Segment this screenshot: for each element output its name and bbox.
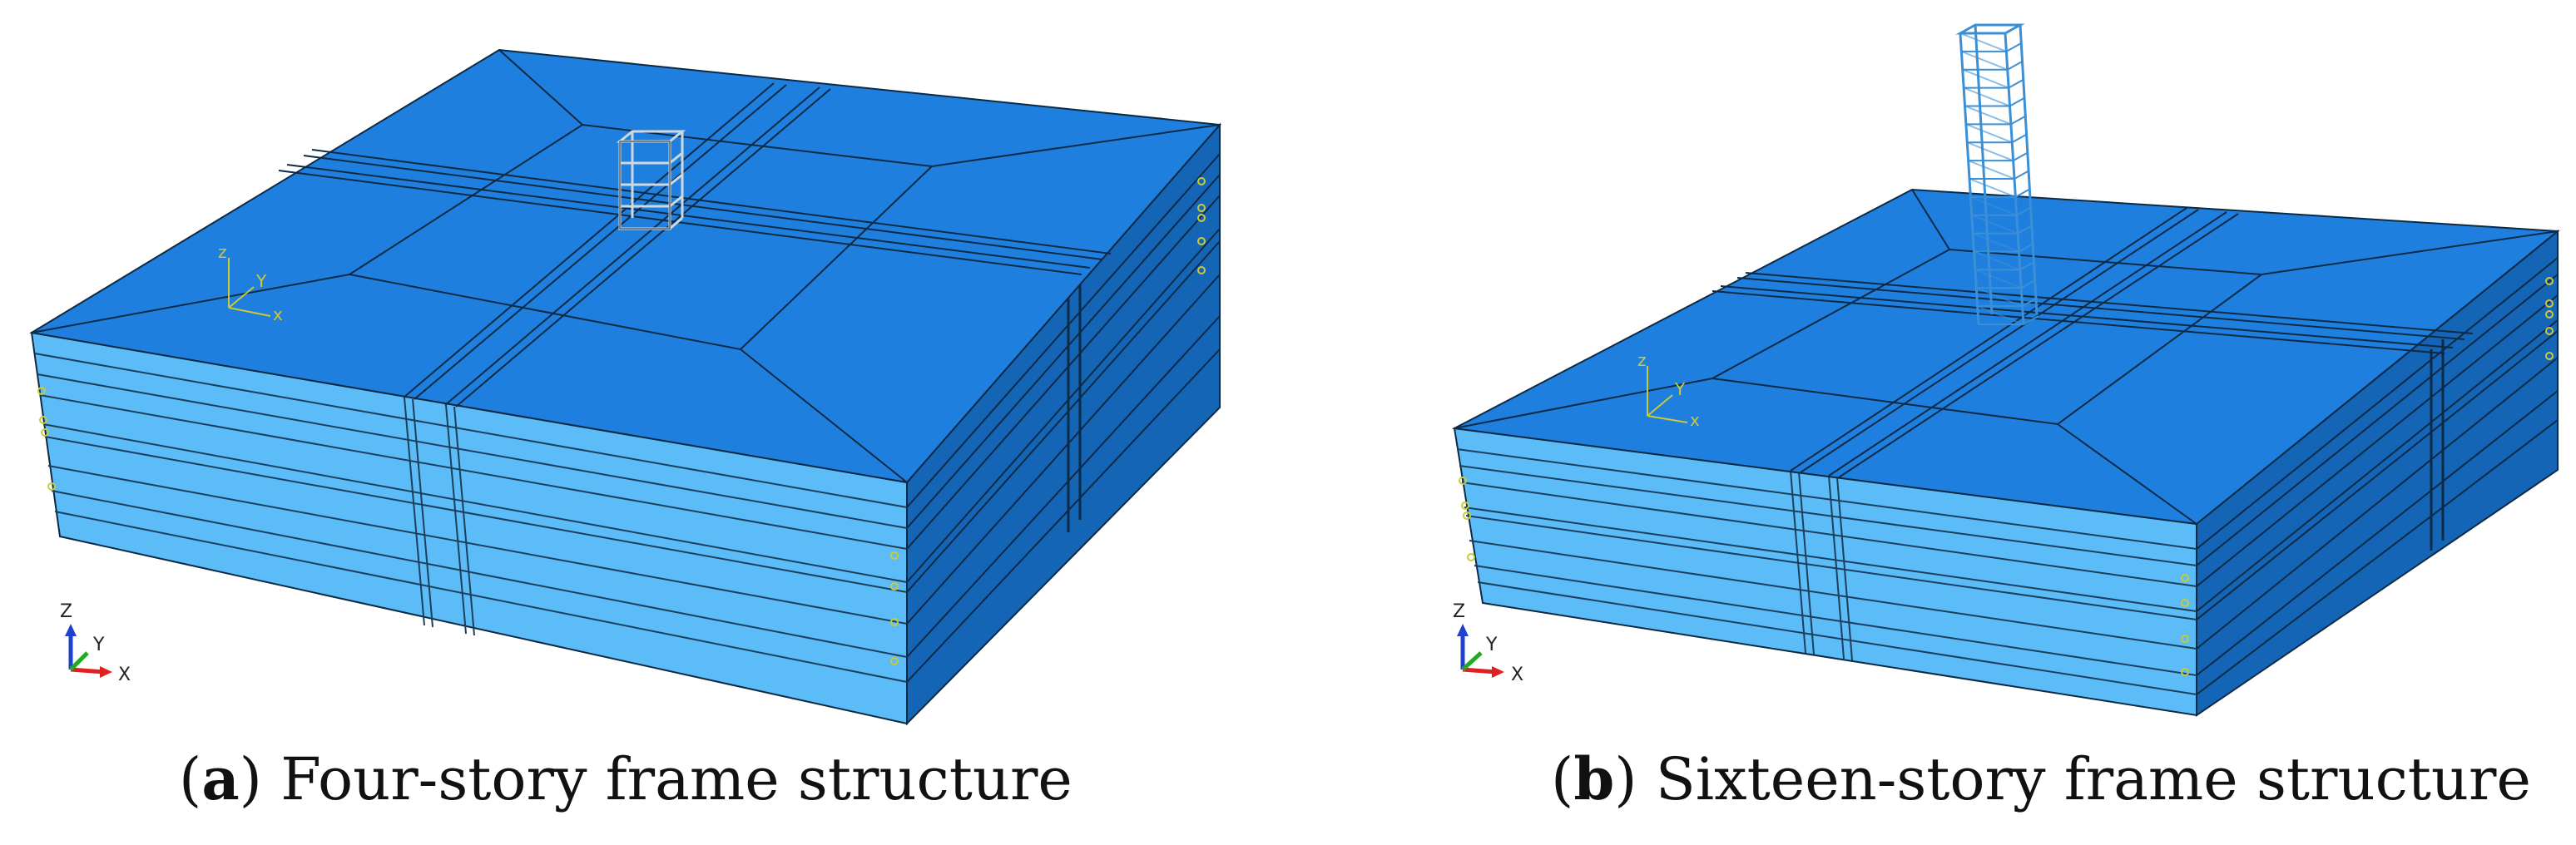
top-face-pattern: [1454, 189, 2559, 525]
front-vertical-strips: [404, 397, 475, 636]
frame-floor-depth: [2017, 224, 2034, 235]
frame-floor-depth: [2019, 260, 2036, 271]
frame-floor-depth: [2014, 170, 2030, 180]
axis-triad-b: Z Y X: [1453, 601, 1523, 685]
frame-floor-depth: [2016, 205, 2033, 216]
panel-b: z Y x Z Y X (b) Sixteen-story frame stru…: [1288, 0, 2576, 845]
frame-brace: [1972, 232, 2019, 253]
mid-triad: [228, 258, 271, 317]
frame-brace: [1969, 178, 2016, 198]
mid-triad: [1647, 366, 1688, 423]
frame-floor-depth: [2013, 151, 2029, 161]
right-vertical-strips: [2430, 339, 2445, 551]
mid-triad-x: x: [1690, 410, 1700, 430]
frame-brace: [1964, 105, 2012, 126]
frame-brace: [1974, 269, 2022, 289]
frame-floor-depth: [2008, 78, 2024, 89]
frame-floor-depth: [2005, 42, 2022, 52]
right-vertical-strips: [1067, 284, 1082, 532]
front-layer-lines: [34, 353, 908, 683]
boundary-markers: [37, 177, 1206, 665]
frame-brace: [1962, 68, 2009, 89]
frame-brace: [1974, 250, 2021, 271]
frame-floors-b: [1959, 24, 2039, 325]
axis-y-label: Y: [1485, 635, 1498, 655]
boundary-markers: [1459, 277, 2554, 676]
frame-brace: [1971, 214, 2019, 235]
frame-brace: [1965, 123, 2013, 144]
frame-floor-depth: [2011, 133, 2028, 144]
frame-floor-depth: [2023, 315, 2039, 325]
frame-floor-depth: [2004, 24, 2021, 34]
frame-brace: [1975, 287, 2024, 308]
caption-b-letter: b: [1573, 744, 1615, 813]
soil-model-b: z Y x Z Y X: [1451, 23, 2560, 717]
axis-x-label: X: [118, 665, 131, 685]
frame-floor-depth: [2007, 60, 2024, 71]
mid-triad-z: z: [218, 242, 227, 262]
soil-model-a: z Y x Z Y X: [29, 48, 1222, 726]
frame-brace: [1968, 160, 2015, 180]
frame-brace: [1963, 86, 2010, 107]
caption-a-text: Four-story frame structure: [280, 745, 1073, 813]
mid-triad-y: Y: [255, 271, 267, 291]
frame-floor-depth: [2020, 279, 2037, 289]
axis-y-label: Y: [92, 635, 105, 655]
frame-floor-depth: [2019, 242, 2034, 253]
axis-z-label: Z: [1453, 601, 1465, 622]
caption-b-text: Sixteen-story frame structure: [1655, 745, 2531, 813]
caption-a-letter: a: [201, 744, 240, 813]
front-vertical-strips: [1790, 470, 1853, 661]
panel-a: z Y x Z Y X (a) Four-story frame structu…: [29, 48, 1222, 813]
axis-z-label: Z: [60, 601, 72, 622]
frame-brace: [1966, 141, 2014, 162]
mid-triad-z: z: [1637, 350, 1647, 370]
axis-x-label: X: [1511, 665, 1523, 685]
frame-brace: [1970, 195, 2018, 216]
mid-triad-y: Y: [1674, 379, 1686, 399]
caption-b: (b) Sixteen-story frame structure: [1551, 744, 2531, 813]
frame-brace: [1977, 305, 2024, 325]
frame-floor-depth: [2010, 115, 2027, 126]
frame-floor-depth: [2022, 297, 2039, 307]
caption-a: (a) Four-story frame structure: [179, 744, 1073, 813]
right-layer-lines: [2196, 257, 2559, 695]
frame-floor-depth: [2009, 96, 2025, 107]
mid-triad-x: x: [273, 304, 283, 324]
right-layer-lines: [906, 153, 1221, 683]
front-layer-lines: [1456, 448, 2197, 695]
frame-floor-depth: [2014, 188, 2031, 198]
frame-brace: [1959, 32, 2007, 52]
frame-brace: [1961, 50, 2009, 71]
top-face-pattern: [31, 49, 1221, 483]
axis-triad-a: Z Y X: [60, 601, 131, 685]
